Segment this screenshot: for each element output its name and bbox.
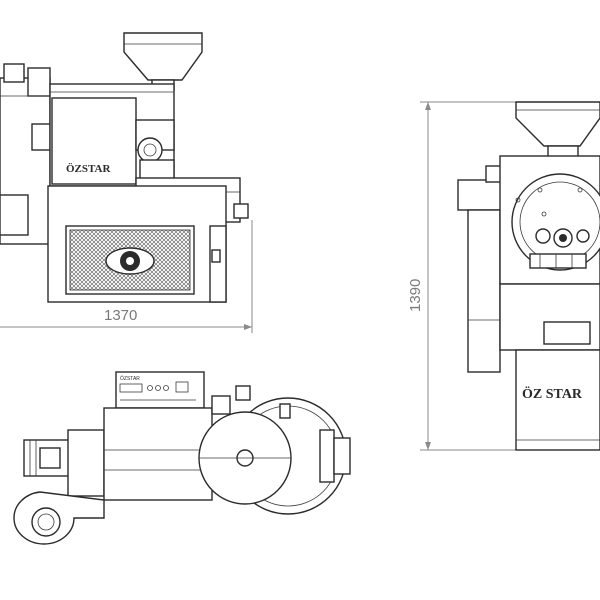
front-brand-label: ÖZ STAR	[522, 385, 583, 402]
width-dimension-label: 1370	[104, 307, 137, 324]
top-blower	[13, 491, 105, 545]
top-control-panel: ÖZSTAR	[115, 371, 205, 409]
side-view: ÖZSTAR 1370	[0, 32, 253, 333]
top-view: ÖZSTAR	[13, 371, 351, 545]
front-lower-cabinet: ÖZ STAR	[499, 283, 600, 451]
front-drum	[499, 155, 600, 285]
top-drum-cooler	[198, 397, 351, 515]
top-motor	[23, 429, 105, 497]
side-cabinet: ÖZSTAR	[49, 83, 175, 187]
height-dimension-label: 1390	[407, 279, 424, 312]
side-back-body	[0, 63, 51, 245]
side-width-dimension: 1370	[0, 220, 253, 333]
side-brand-label: ÖZSTAR	[66, 162, 111, 175]
front-height-dimension: 1390	[407, 101, 520, 451]
side-lower-body	[47, 185, 227, 303]
panel-label: ÖZSTAR	[120, 375, 140, 382]
front-view: 1390	[407, 101, 600, 451]
